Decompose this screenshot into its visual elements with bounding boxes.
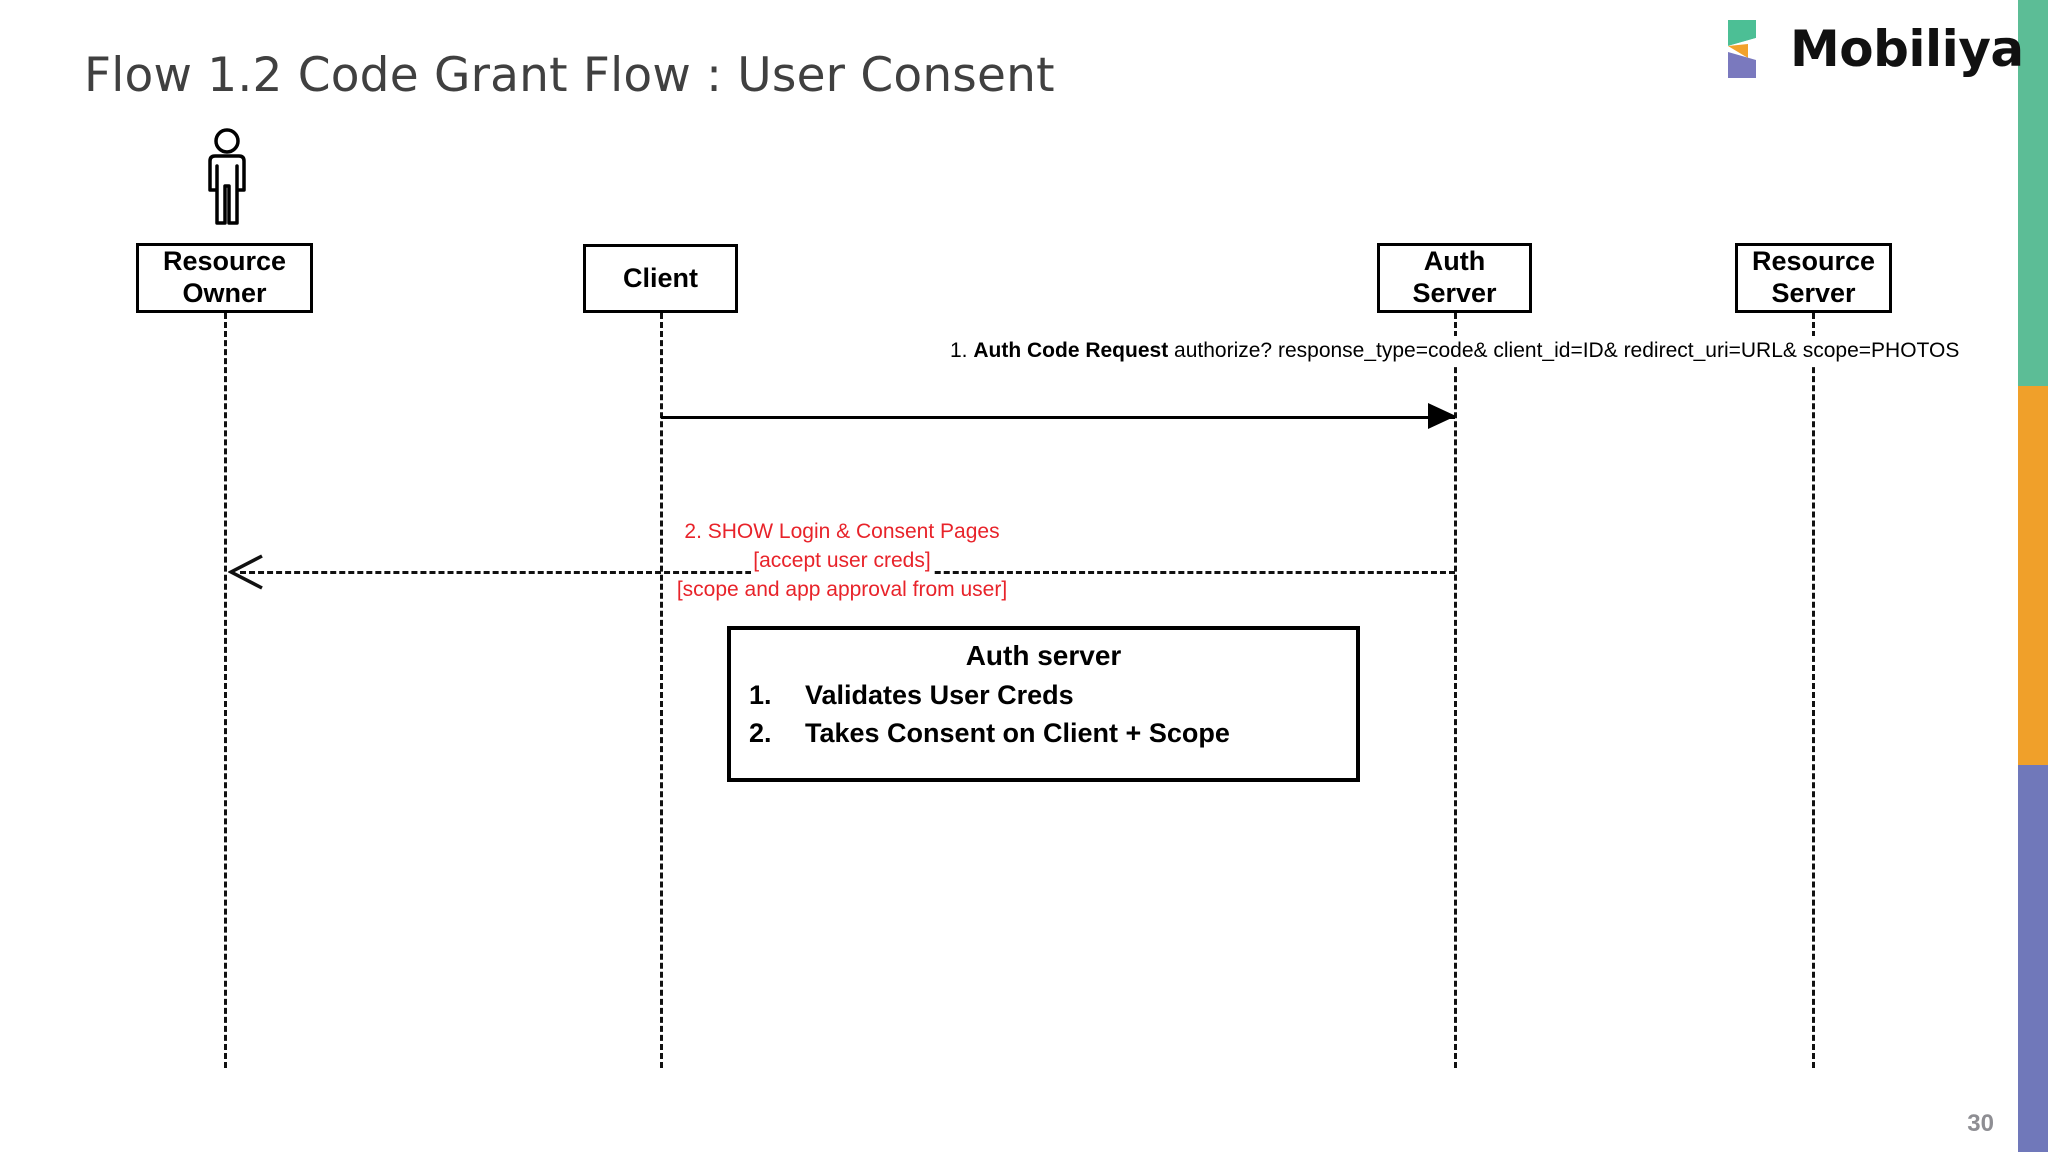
participant-label-line2: Server — [1771, 278, 1856, 308]
message-number: 1. — [950, 339, 968, 362]
page-number: 30 — [1967, 1110, 1994, 1137]
edge-strip-orange — [2018, 386, 2048, 765]
message-body-line: redirect_uri=URL& — [1623, 336, 1797, 366]
lifeline-resource-owner — [224, 313, 227, 1068]
message-body-line: client_id=ID& — [1493, 336, 1618, 366]
participant-resource-owner[interactable]: Resource Owner — [136, 243, 313, 313]
message-label-auth-code-request: 1. Auth Code Request authorize? response… — [950, 336, 1960, 366]
actor-person-icon — [208, 128, 246, 225]
edge-strip-purple — [2018, 765, 2048, 1152]
annotation-line: [accept user creds] — [751, 546, 933, 576]
participant-label-line1: Resource — [162, 246, 287, 277]
participant-auth-server[interactable]: Auth Server — [1377, 243, 1532, 313]
brand-name: Mobiliya — [1790, 20, 2024, 78]
participant-label-line1: Resource — [1751, 246, 1876, 277]
page-title: Flow 1.2 Code Grant Flow : User Consent — [84, 48, 1055, 103]
annotation-line: 2. SHOW Login & Consent Pages — [682, 518, 1002, 547]
message-arrow-auth-code-request — [661, 416, 1455, 419]
edge-strip-green — [2018, 0, 2048, 386]
lifeline-resource-server — [1812, 313, 1815, 1068]
annotation-line: [scope and app approval from user] — [674, 575, 1010, 605]
participant-label-line1: Auth — [1423, 246, 1486, 277]
message-title: Auth Code Request — [973, 339, 1169, 362]
participant-client[interactable]: Client — [583, 244, 738, 313]
note-auth-server: Auth server 1. Validates User Creds 2. T… — [727, 626, 1360, 782]
note-list-item: 2. Takes Consent on Client + Scope — [731, 714, 1356, 752]
brand-logo: Mobiliya — [1722, 14, 2024, 84]
participant-label-line1: Client — [622, 262, 698, 293]
arrowhead-open-left-icon — [228, 554, 263, 590]
lifeline-client — [660, 313, 663, 1068]
lifeline-auth-server — [1454, 313, 1457, 1068]
annotation-show-login-consent: 2. SHOW Login & Consent Pages [accept us… — [672, 518, 1012, 605]
participant-resource-server[interactable]: Resource Server — [1735, 243, 1892, 313]
participant-label-line2: Server — [1412, 278, 1497, 308]
arrowhead-filled-right-icon — [1428, 403, 1456, 429]
note-list-item: 1. Validates User Creds — [731, 676, 1356, 714]
message-body-line: response_type=code& — [1277, 336, 1488, 366]
message-body-line: scope=PHOTOS — [1802, 336, 1960, 366]
note-item-number: 2. — [749, 718, 772, 749]
note-item-number: 1. — [749, 680, 772, 710]
message-body-line: authorize? — [1174, 336, 1273, 366]
participant-label-line2: Owner — [182, 278, 267, 308]
note-title: Auth server — [965, 640, 1122, 671]
note-item-text: Takes Consent on Client + Scope — [805, 718, 1230, 749]
mobiliya-mark-icon — [1728, 20, 1756, 78]
note-item-text: Validates User Creds — [805, 680, 1074, 710]
